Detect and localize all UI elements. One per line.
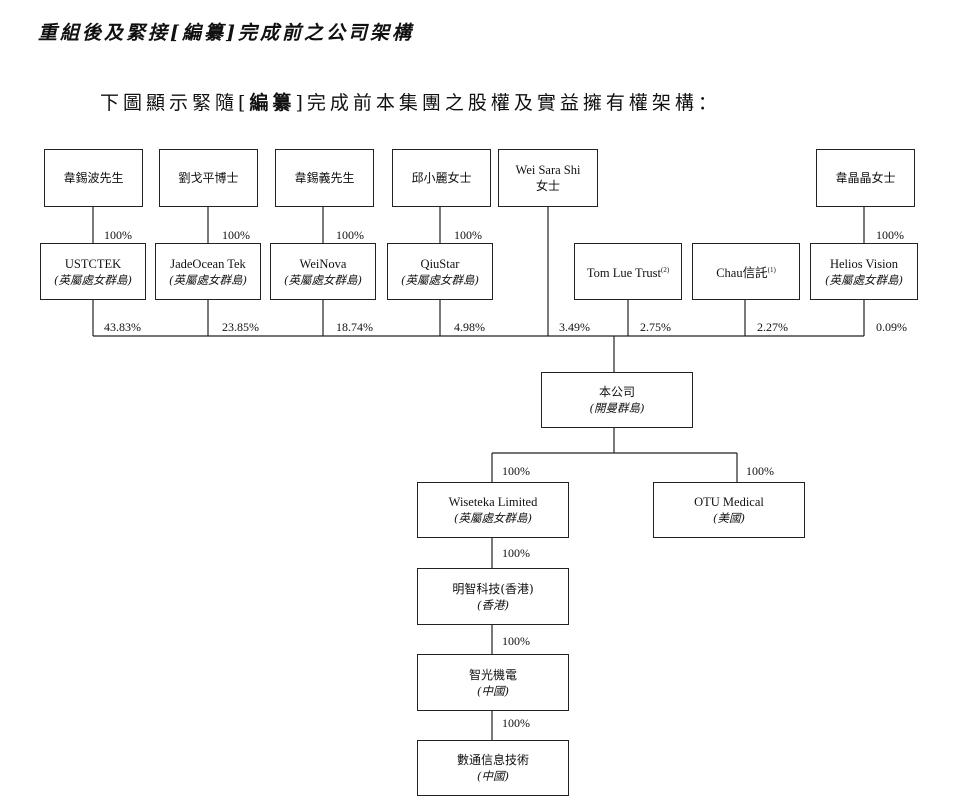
pct-label: 100% [502, 546, 530, 560]
section-title: 重組後及緊接[編纂]完成前之公司架構 [38, 22, 414, 44]
intro-text: 下圖顯示緊隨[編纂]完成前本集團之股權及實益擁有權架構： [100, 92, 721, 114]
shareholder-liu-geping: 劉戈平博士 [159, 149, 258, 207]
holdco-helios-vision: Helios Vision(英屬處女群島) [810, 243, 918, 300]
shareholder-wei-xiyi: 韋錫義先生 [275, 149, 374, 207]
sub-zhiguang: 智光機電(中國) [417, 654, 569, 711]
pct-label: 0.09% [876, 320, 907, 334]
pct-label: 100% [502, 634, 530, 648]
pct-label: 100% [502, 464, 530, 478]
holdco-chau-trust: Chau信託(1) [692, 243, 800, 300]
holdco-ustctek: USTCTEK(英屬處女群島) [40, 243, 146, 300]
shareholder-wei-xibo: 韋錫波先生 [44, 149, 143, 207]
pct-label: 2.75% [640, 320, 671, 334]
sub-otu-medical: OTU Medical(美國) [653, 482, 805, 538]
holdco-jadeocean: JadeOcean Tek(英屬處女群島) [155, 243, 261, 300]
pct-label: 100% [336, 228, 364, 242]
sub-wiseteka: Wiseteka Limited(英屬處女群島) [417, 482, 569, 538]
company-box: 本公司(開曼群島) [541, 372, 693, 428]
pct-label: 43.83% [104, 320, 141, 334]
pct-label: 100% [222, 228, 250, 242]
pct-label: 2.27% [757, 320, 788, 334]
pct-label: 23.85% [222, 320, 259, 334]
pct-label: 100% [746, 464, 774, 478]
pct-label: 100% [104, 228, 132, 242]
pct-label: 4.98% [454, 320, 485, 334]
sub-mingzhi: 明智科技(香港)(香港) [417, 568, 569, 625]
pct-label: 3.49% [559, 320, 590, 334]
pct-label: 18.74% [336, 320, 373, 334]
pct-label: 100% [502, 716, 530, 730]
holdco-qiustar: QiuStar(英屬處女群島) [387, 243, 493, 300]
sub-shutong: 數通信息技術(中國) [417, 740, 569, 796]
holdco-tom-lue-trust: Tom Lue Trust(2) [574, 243, 682, 300]
holdco-weinova: WeiNova(英屬處女群島) [270, 243, 376, 300]
pct-label: 100% [454, 228, 482, 242]
shareholder-qiu-xiaoli: 邱小麗女士 [392, 149, 491, 207]
shareholder-wei-jingjing: 韋晶晶女士 [816, 149, 915, 207]
pct-label: 100% [876, 228, 904, 242]
